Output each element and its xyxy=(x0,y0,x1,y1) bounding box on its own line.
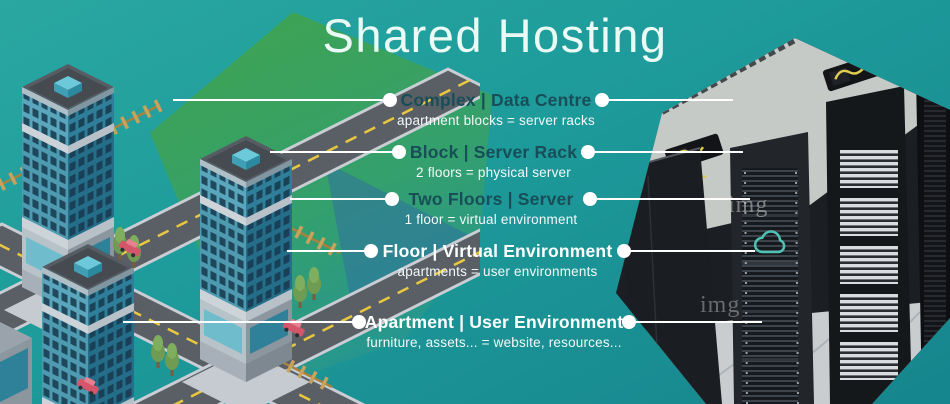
connector-line-left xyxy=(287,250,371,252)
row-heading: Apartment | User Environment xyxy=(364,312,624,332)
cloud-icon xyxy=(753,230,786,254)
row-heading: Two Floors | Server xyxy=(408,189,574,209)
connector-line-left xyxy=(290,198,392,200)
connector-dot xyxy=(617,244,631,258)
page-title: Shared Hosting xyxy=(322,9,668,62)
row-subtitle: 2 floors = physical server xyxy=(416,165,571,180)
row-heading: Block | Server Rack xyxy=(409,142,578,162)
connector-dot xyxy=(385,192,399,206)
connector-dot xyxy=(383,93,397,107)
server-rack-center xyxy=(730,132,814,404)
label-row-apartment-user-environment: Apartment | User Environment furniture, … xyxy=(359,312,629,351)
server-rack-right xyxy=(826,86,912,404)
row-subtitle: 1 floor = virtual environment xyxy=(404,212,578,227)
server-rack-far-right xyxy=(916,74,950,404)
city-illustration xyxy=(0,64,480,404)
connector-dot xyxy=(392,145,406,159)
connector-dot xyxy=(583,192,597,206)
watermark-text: img xyxy=(700,292,740,318)
watermark-text: img xyxy=(728,192,768,218)
connector-dot xyxy=(581,145,595,159)
connector-dot xyxy=(595,93,609,107)
connector-line-right xyxy=(590,198,750,200)
corner-building xyxy=(0,322,32,404)
label-row-floor-virtual-environment: Floor | Virtual Environment apartments =… xyxy=(371,241,624,280)
connector-dot xyxy=(352,315,366,329)
row-heading: Floor | Virtual Environment xyxy=(382,241,613,261)
connector-line-right xyxy=(602,99,733,101)
label-row-two-floors-server: Two Floors | Server 1 floor = virtual en… xyxy=(392,189,590,228)
connector-line-right xyxy=(588,151,743,153)
tree xyxy=(307,267,321,300)
connector-line-left xyxy=(173,99,390,101)
building-tower xyxy=(200,136,292,382)
connector-dot xyxy=(622,315,636,329)
connector-line-left xyxy=(123,321,359,323)
server-racks-photo: img img xyxy=(616,38,950,404)
label-row-complex-data-centre: Complex | Data Centre apartment blocks =… xyxy=(390,90,602,129)
connector-line-left xyxy=(270,151,399,153)
connector-dot xyxy=(364,244,378,258)
row-heading: Complex | Data Centre xyxy=(400,90,592,110)
connector-line-right xyxy=(624,250,755,252)
connector-line-right xyxy=(629,321,762,323)
row-subtitle: furniture, assets... = website, resource… xyxy=(366,335,622,350)
label-row-block-server-rack: Block | Server Rack 2 floors = physical … xyxy=(399,142,588,181)
row-subtitle: apartments = user environments xyxy=(397,264,598,279)
row-subtitle: apartment blocks = server racks xyxy=(397,113,595,128)
tree xyxy=(293,275,307,308)
